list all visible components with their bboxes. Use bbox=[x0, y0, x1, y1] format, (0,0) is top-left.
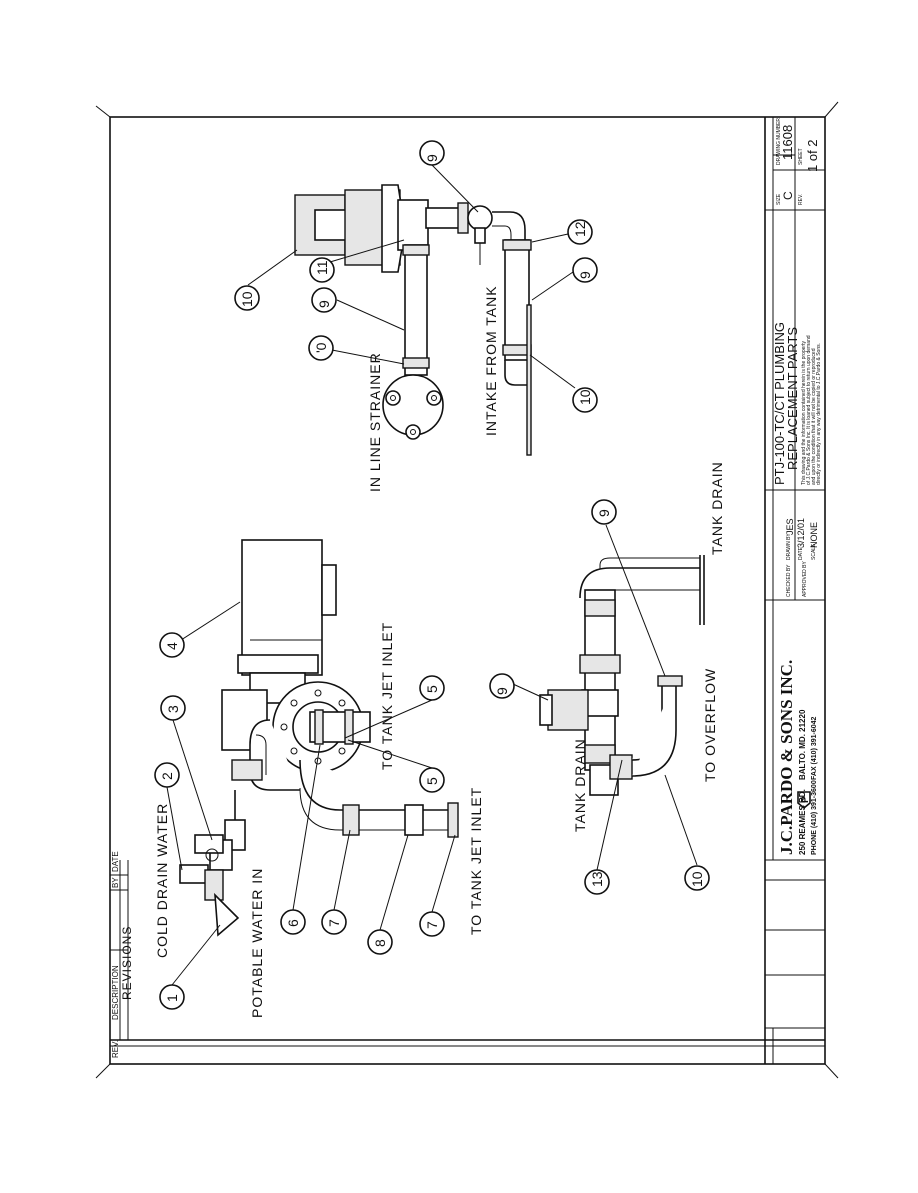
callout-1: 1 bbox=[164, 994, 180, 1002]
sheet-label: SHEET bbox=[798, 148, 804, 165]
callout-13: 9 bbox=[494, 687, 510, 695]
callout-9-upper: 11 bbox=[314, 260, 330, 275]
callout-11: 10 bbox=[239, 291, 255, 307]
scale-value: NONE bbox=[809, 522, 819, 548]
drawing-title-line2: REPLACEMENT PARTS bbox=[785, 327, 800, 470]
callout-5a: 5 bbox=[424, 685, 440, 693]
svg-text:P: P bbox=[800, 796, 811, 803]
callout-3: 3 bbox=[165, 705, 181, 713]
company-block: J.C.PARDO & SONS INC. 250 REAMES RD. BAL… bbox=[777, 660, 818, 855]
proprietary-line2: of J.C.Pardo & Sons Inc. It is loaned su… bbox=[806, 335, 812, 485]
callout-10-intake: 9 bbox=[577, 271, 593, 279]
company-name: J.C.PARDO & SONS INC. bbox=[777, 660, 796, 855]
label-tank-drain-left: TANK DRAIN bbox=[572, 738, 588, 832]
callout-9-intake-top: 12 bbox=[572, 221, 588, 237]
labels: COLD DRAIN WATER POTABLE WATER IN TO TAN… bbox=[154, 285, 725, 1018]
proprietary-line4: directly or indirectly in any way detrim… bbox=[816, 343, 822, 485]
proprietary-line3: and upon the condition that it will not … bbox=[811, 348, 817, 485]
company-fax: FAX (410) 391-6042 bbox=[811, 716, 818, 780]
callout-9-lower: 13 bbox=[589, 871, 605, 887]
drawing-info-block: CHECKED BY APPROVED BY DRAWN BY JES DATE… bbox=[772, 118, 822, 597]
callout-12: 9 bbox=[424, 154, 440, 162]
callout-10-upper: 9 bbox=[316, 300, 332, 308]
proprietary-line1: This drawing and the information contain… bbox=[801, 341, 807, 485]
drawing-title-line1: PTJ-100-TC/CT PLUMBING bbox=[772, 322, 787, 485]
pump-motor-assembly bbox=[179, 539, 459, 937]
callout-6: 6 bbox=[285, 919, 301, 927]
label-to-tank-jet-inlet-top: TO TANK JET INLET bbox=[379, 622, 395, 770]
revisions-by-label: BY bbox=[111, 877, 120, 888]
drawing-number-value: 11608 bbox=[780, 125, 795, 160]
tank-drain-assembly bbox=[539, 555, 705, 796]
label-intake-from-tank: INTAKE FROM TANK bbox=[483, 285, 499, 436]
title-block bbox=[110, 117, 825, 1064]
date-value: 3/12/01 bbox=[796, 518, 806, 548]
tank-drain-valve bbox=[547, 689, 589, 731]
drawing-number-label: DRAWING NUMBER bbox=[776, 118, 782, 165]
callout-2: 2 bbox=[159, 772, 175, 780]
company-address: 250 REAMES RD. bbox=[798, 789, 807, 855]
label-cold-drain-water: COLD DRAIN WATER bbox=[154, 803, 170, 958]
intake-strainer-assembly bbox=[294, 184, 532, 456]
revisions-block: REV. DESCRIPTION BY DATE REVISIONS bbox=[110, 851, 134, 1058]
date-label: DATE bbox=[798, 546, 804, 560]
revisions-description-label: DESCRIPTION bbox=[111, 965, 120, 1020]
callouts: 1 2 3 4 5 5 6 7 8 7 9 10 10 11 9 '0 9 12… bbox=[154, 140, 710, 1010]
motor-body bbox=[241, 539, 323, 676]
callout-8: 8 bbox=[372, 939, 388, 947]
drawn-by-label: DRAWN BY bbox=[786, 533, 792, 560]
company-city: BALTO. MD. 21220 bbox=[798, 709, 807, 780]
scale-label: SCALE bbox=[811, 543, 817, 560]
page-border bbox=[95, 101, 839, 1079]
company-phone: PHONE (410) 391-3600 bbox=[811, 780, 818, 855]
rev-label: REV. bbox=[798, 194, 804, 205]
size-value: C bbox=[781, 191, 795, 200]
callout-9-strainer: '0 bbox=[313, 342, 329, 353]
revisions-date-label: DATE bbox=[111, 851, 120, 872]
callout-7a: 7 bbox=[326, 919, 342, 927]
callout-10-overflow: 10 bbox=[689, 871, 705, 887]
callout-4: 4 bbox=[164, 642, 180, 650]
callout-7b: 7 bbox=[424, 921, 440, 929]
callout-9-intake-bottom: 10 bbox=[577, 389, 593, 405]
company-logo: P bbox=[797, 791, 811, 810]
approved-by-label: APPROVED BY bbox=[802, 560, 808, 597]
label-to-tank-jet-inlet-bottom: TO TANK JET INLET bbox=[468, 787, 484, 935]
size-label: SIZE bbox=[776, 193, 782, 205]
sheet-value: 1 of 2 bbox=[805, 139, 820, 172]
callout-9-tank-drain: 9 bbox=[596, 509, 612, 517]
label-tank-drain-right: TANK DRAIN bbox=[709, 461, 725, 555]
callout-5b: 5 bbox=[424, 777, 440, 785]
label-in-line-strainer: IN LINE STRAINER bbox=[367, 352, 383, 492]
revisions-title: REVISIONS bbox=[120, 926, 134, 1000]
revisions-rev-label: REV. bbox=[111, 1040, 120, 1058]
drawn-by-value: JES bbox=[785, 518, 795, 535]
label-to-overflow: TO OVERFLOW bbox=[702, 668, 718, 782]
checked-by-label: CHECKED BY bbox=[786, 564, 792, 597]
label-potable-water-in: POTABLE WATER IN bbox=[249, 868, 265, 1018]
